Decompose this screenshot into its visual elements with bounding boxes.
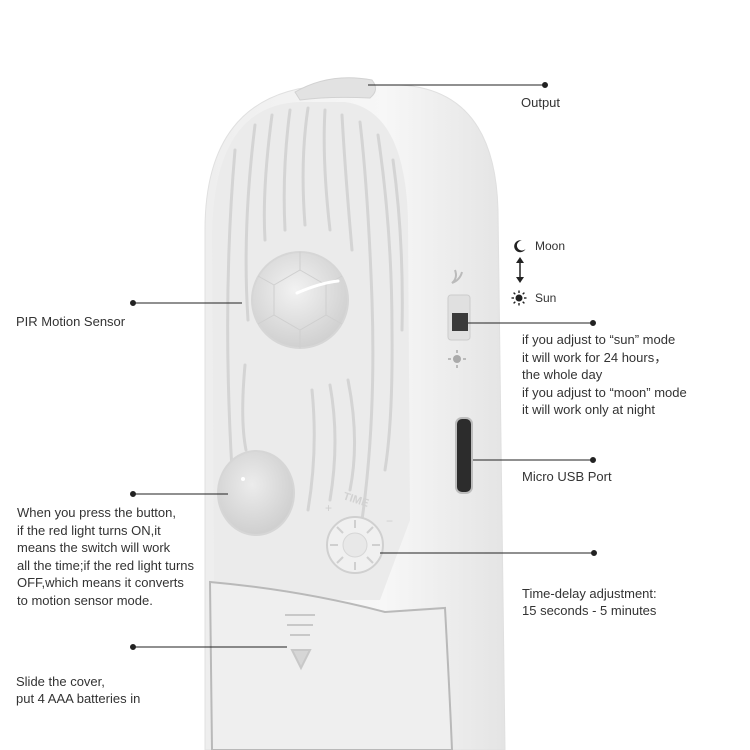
legend-moon-label: Moon <box>535 239 566 253</box>
pir-lens <box>251 251 349 349</box>
mode-line: it will work only at night <box>522 402 655 417</box>
button-line: if the red light turns ON,it <box>17 522 161 538</box>
button-line: means the switch will work <box>17 540 171 555</box>
button-line: When you press the button, <box>17 505 176 520</box>
time-delay-description: Time-delay adjustment: 15 seconds - 5 mi… <box>522 585 657 619</box>
dial-plus-symbol: + <box>325 501 332 515</box>
button-line: OFF,which means it converts <box>17 575 184 590</box>
mode-description: if you adjust to “sun” mode it will work… <box>522 331 687 419</box>
button-line: to motion sensor mode. <box>17 592 153 608</box>
usb-port-label: Micro USB Port <box>522 469 612 484</box>
cover-line: Slide the cover, <box>16 674 105 689</box>
time-delay-line: Time-delay adjustment: <box>522 586 657 601</box>
button-description: When you press the button, if the red li… <box>17 504 194 609</box>
legend-moon: Moon <box>513 239 565 253</box>
legend-sun-label: Sun <box>535 291 557 305</box>
button-line: all the time;if the red light turns <box>17 557 195 573</box>
moon-icon <box>514 240 526 253</box>
mode-switch <box>447 269 471 368</box>
micro-usb-port <box>455 417 473 494</box>
mode-line: if you adjust to “sun” mode <box>522 332 676 347</box>
pir-sensor-label: PIR Motion Sensor <box>16 314 126 329</box>
output-port <box>294 77 376 101</box>
mode-line: the whole day <box>522 367 603 382</box>
output-label: Output <box>521 95 561 110</box>
time-delay-dial: TIME + − <box>325 490 393 574</box>
mode-line: it will work for 24 hours， <box>522 349 668 365</box>
slide-arrow-marks <box>285 614 315 671</box>
mode-line: if you adjust to “moon” mode <box>522 384 687 400</box>
dial-minus-symbol: − <box>386 514 393 528</box>
mode-push-button <box>217 450 295 536</box>
up-down-arrow-icon <box>516 257 524 283</box>
legend-sun: Sun <box>511 290 556 306</box>
cover-line: put 4 AAA batteries in <box>16 691 141 706</box>
battery-cover <box>208 580 454 750</box>
leader-lines <box>130 82 597 650</box>
time-delay-line: 15 seconds - 5 minutes <box>522 603 657 618</box>
sun-icon <box>511 290 527 306</box>
cover-description: Slide the cover, put 4 AAA batteries in <box>16 673 140 707</box>
